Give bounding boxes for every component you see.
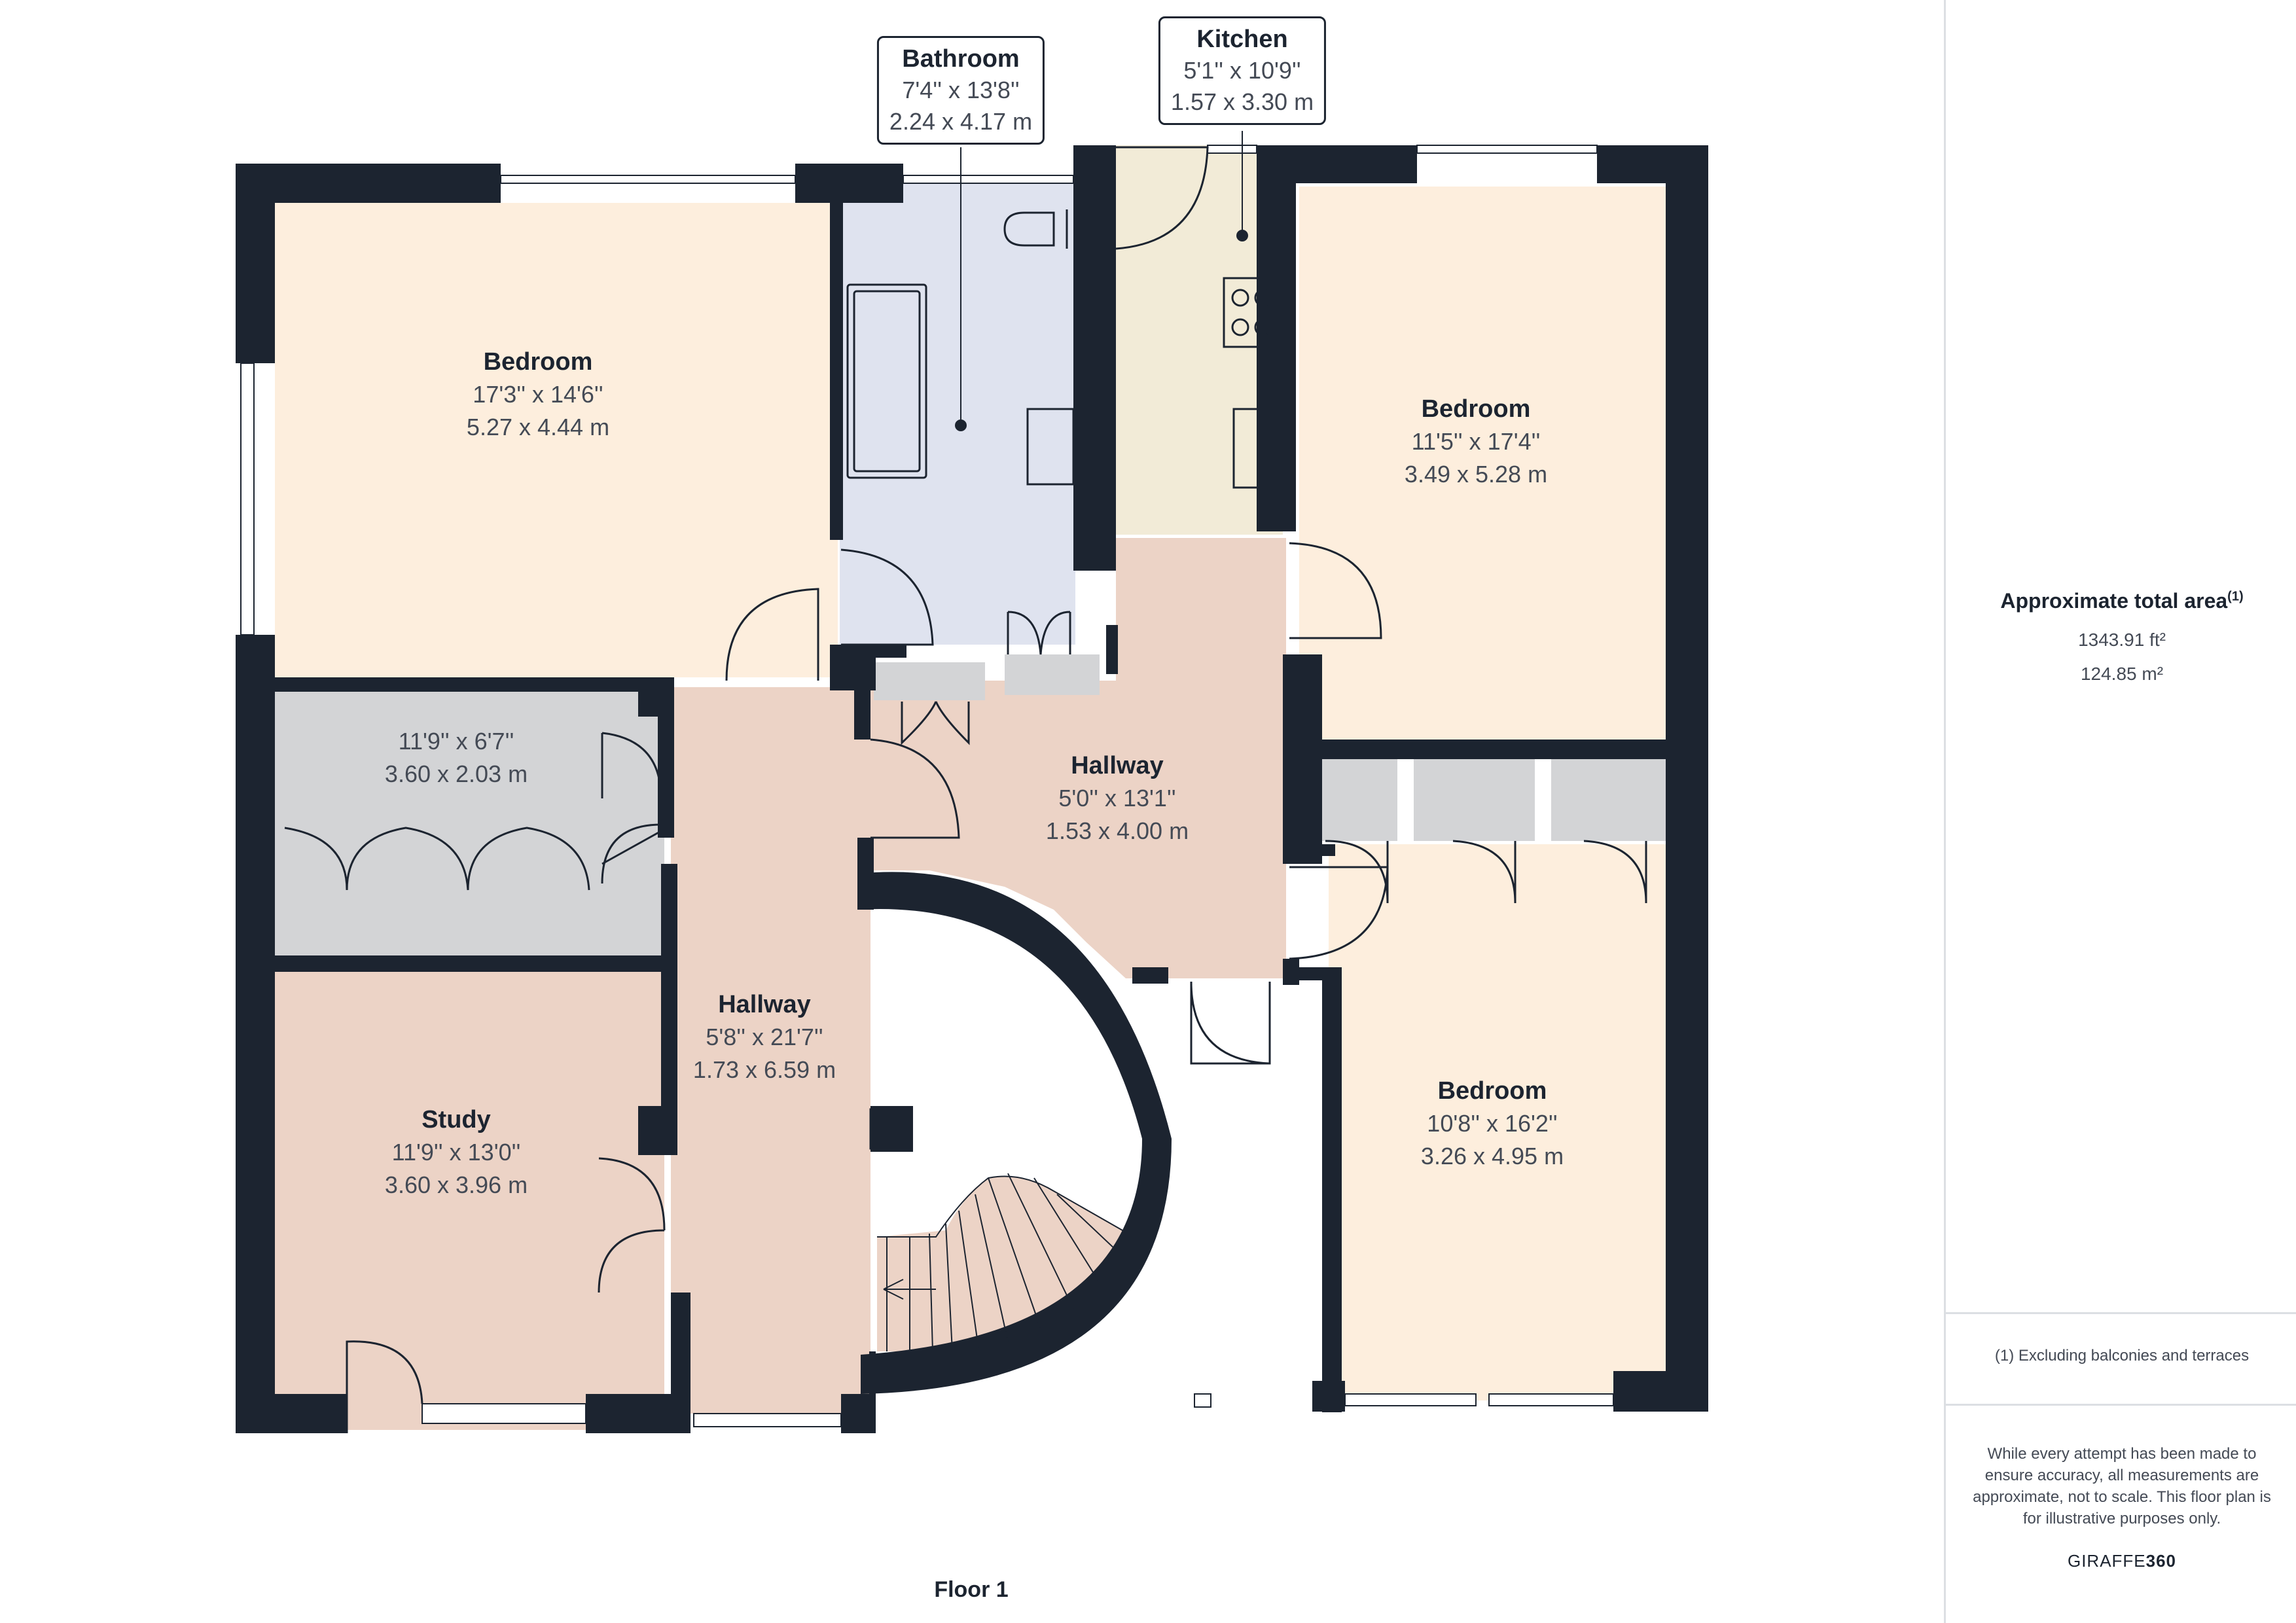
room-dim-imperial: 11'9'' x 6'7'' xyxy=(398,728,514,755)
floor-plan xyxy=(236,131,1708,1433)
hallway-west-fill xyxy=(671,687,870,1414)
room-dim-imperial: 5'0'' x 13'1'' xyxy=(1058,785,1176,812)
doors xyxy=(284,146,1647,1433)
room-label-bedroom-ne: Bedroom 11'5'' x 17'4'' 3.49 x 5.28 m xyxy=(1405,393,1547,491)
room-name: Bedroom xyxy=(1421,395,1531,423)
room-dim-metric: 2.24 x 4.17 m xyxy=(889,108,1033,135)
room-label-hallway-west: Hallway 5'8'' x 21'7'' 1.73 x 6.59 m xyxy=(693,988,836,1086)
toilet xyxy=(1003,211,1055,247)
curved-wall xyxy=(857,872,1172,1394)
room-label-storage: 11'9'' x 6'7'' 3.60 x 2.03 m xyxy=(385,725,528,791)
room-dim-imperial: 10'8'' x 16'2'' xyxy=(1427,1110,1558,1137)
cooktop xyxy=(1223,277,1281,348)
room-name: Kitchen xyxy=(1196,26,1288,53)
floor-label: Floor 1 xyxy=(934,1577,1009,1602)
room-dim-imperial: 7'4'' x 13'8'' xyxy=(902,77,1020,103)
disclaimer: While every attempt has been made to ens… xyxy=(1973,1445,2271,1527)
divider xyxy=(1946,1404,2296,1406)
room-name: Study xyxy=(422,1106,491,1133)
room-name: Hallway xyxy=(1071,752,1164,779)
room-dim-imperial: 11'9'' x 13'0'' xyxy=(391,1139,521,1166)
room-dim-metric: 1.57 x 3.30 m xyxy=(1170,88,1314,115)
area-title: Approximate total area(1) xyxy=(1946,589,2296,613)
room-dim-imperial: 5'1'' x 10'9'' xyxy=(1183,57,1301,84)
room-name: Hallway xyxy=(718,991,811,1018)
room-dim-metric: 1.73 x 6.59 m xyxy=(692,1056,836,1083)
room-dim-metric: 5.27 x 4.44 m xyxy=(466,414,610,440)
room-label-study: Study 11'9'' x 13'0'' 3.60 x 3.96 m xyxy=(385,1103,528,1202)
bedroom-se-fill xyxy=(1329,844,1666,1400)
room-label-bedroom-nw: Bedroom 17'3'' x 14'6'' 5.27 x 4.44 m xyxy=(467,346,609,444)
divider xyxy=(1946,1312,2296,1314)
room-dim-metric: 3.60 x 3.96 m xyxy=(384,1171,528,1198)
callout-leaders xyxy=(955,131,1248,431)
room-dim-imperial: 11'5'' x 17'4'' xyxy=(1411,428,1541,455)
room-name: Bedroom xyxy=(1437,1077,1547,1105)
callout-bathroom: Bathroom 7'4'' x 13'8'' 2.24 x 4.17 m xyxy=(876,36,1045,145)
fixtures xyxy=(846,209,1281,1150)
hall-post xyxy=(869,1108,911,1150)
staircase xyxy=(877,1173,1123,1352)
brand-light: GIRAFFE xyxy=(2067,1551,2146,1571)
area-m: 124.85 m² xyxy=(2080,664,2164,684)
closet-ne-2 xyxy=(1414,759,1535,841)
bathtub xyxy=(846,283,927,479)
callout-kitchen: Kitchen 5'1'' x 10'9'' 1.57 x 3.30 m xyxy=(1158,16,1327,125)
brand-bold: 360 xyxy=(2145,1551,2177,1571)
room-dim-metric: 3.60 x 2.03 m xyxy=(384,760,528,787)
room-dim-metric: 3.26 x 4.95 m xyxy=(1420,1143,1564,1169)
study-fill xyxy=(275,972,664,1430)
windows xyxy=(240,145,1614,1427)
room-fills xyxy=(275,145,1666,1430)
kitchen-fill xyxy=(1116,145,1283,535)
bathroom-fill xyxy=(840,177,1075,645)
room-dim-imperial: 17'3'' x 14'6'' xyxy=(473,381,603,408)
bath-sink xyxy=(1026,408,1075,486)
area-ft: 1343.91 ft² xyxy=(2078,630,2166,650)
closet-bath-1 xyxy=(874,662,985,700)
bedroom-ne-fill xyxy=(1299,187,1666,743)
closet-ne-3 xyxy=(1551,759,1666,841)
room-label-bedroom-se: Bedroom 10'8'' x 16'2'' 3.26 x 4.95 m xyxy=(1421,1075,1564,1173)
closet-bath-2 xyxy=(1005,654,1100,695)
brand-logo: GIRAFFE360 xyxy=(1946,1551,2296,1571)
summary-panel: Approximate total area(1) 1343.91 ft² 12… xyxy=(1944,0,2296,1623)
footnote: (1) Excluding balconies and terraces xyxy=(1994,1347,2250,1364)
room-name: Bathroom xyxy=(902,45,1020,73)
storage-fill xyxy=(275,690,664,959)
room-dim-metric: 3.49 x 5.28 m xyxy=(1404,461,1548,488)
room-dim-metric: 1.53 x 4.00 m xyxy=(1045,817,1189,844)
kitchen-sink xyxy=(1232,408,1281,489)
bedroom-nw-fill xyxy=(275,203,838,677)
room-label-hallway-upper: Hallway 5'0'' x 13'1'' 1.53 x 4.00 m xyxy=(1046,749,1189,847)
area-title-text: Approximate total area xyxy=(2000,589,2228,613)
hallway-upper-fill xyxy=(869,538,1286,978)
area-title-note: (1) xyxy=(2227,589,2244,604)
room-dim-imperial: 5'8'' x 21'7'' xyxy=(706,1024,823,1050)
room-name: Bedroom xyxy=(483,348,593,376)
